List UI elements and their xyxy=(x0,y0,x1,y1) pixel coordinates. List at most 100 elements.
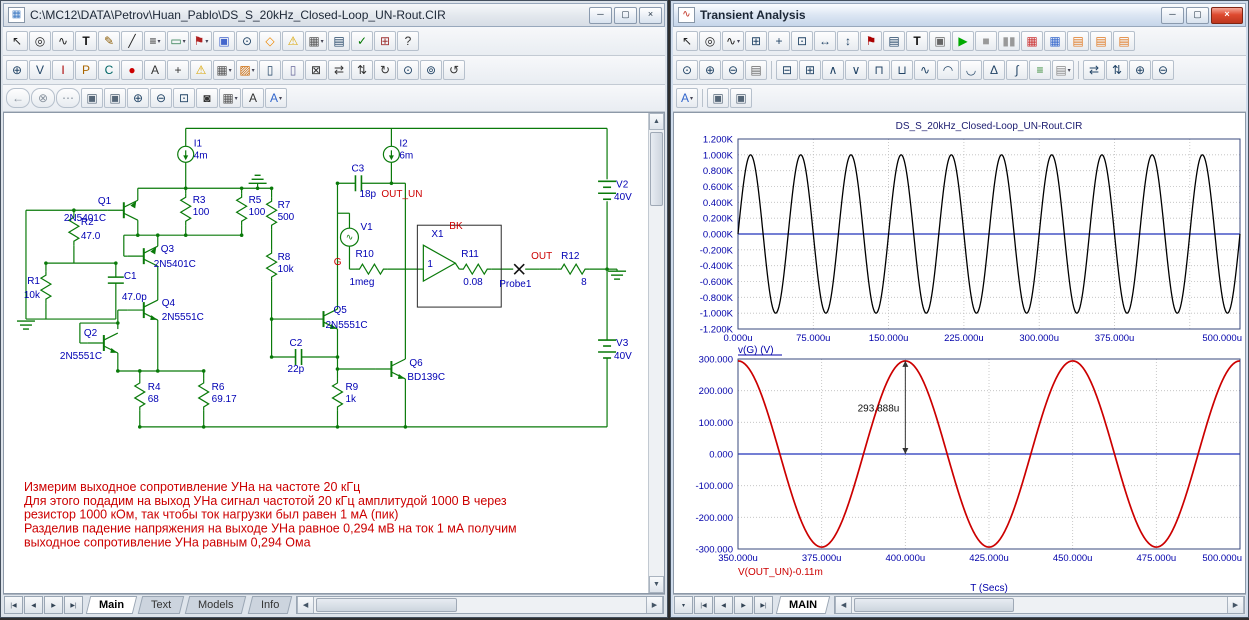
text-tool-button[interactable]: T xyxy=(906,31,928,51)
slope-button[interactable]: Δ xyxy=(983,60,1005,80)
bus-mode-button[interactable]: ≡▾ xyxy=(144,31,166,51)
part-GND3[interactable] xyxy=(248,174,267,184)
part-R9[interactable] xyxy=(331,378,344,411)
color-fill-button[interactable]: ▨▾ xyxy=(236,60,258,80)
scroll-right-button[interactable]: ▶ xyxy=(1227,597,1244,613)
part-GND1[interactable] xyxy=(16,320,35,330)
schematic-canvas[interactable]: ∿I14mI26mQ12N5401CR3100R5100R7500R247.0Q… xyxy=(4,113,648,594)
pan-tool-button[interactable]: ◎ xyxy=(699,31,721,51)
tab-main[interactable]: Main xyxy=(85,596,138,614)
part-Q6[interactable] xyxy=(375,358,406,380)
label-40V[interactable]: 40V xyxy=(614,192,632,203)
part-R7[interactable] xyxy=(265,197,278,230)
scroll-up-button[interactable]: ▲ xyxy=(649,113,664,130)
select-tool-button[interactable]: ↖ xyxy=(676,31,698,51)
pause-button[interactable]: ▮▮ xyxy=(998,31,1020,51)
find-button[interactable]: ⊙ xyxy=(397,60,419,80)
zoom-in-mode-button[interactable]: ⊕ xyxy=(699,60,721,80)
part-C2[interactable] xyxy=(294,349,303,365)
label-47.0p[interactable]: 47.0p xyxy=(122,292,147,303)
power-display-button[interactable]: P xyxy=(75,60,97,80)
label-2N5551C[interactable]: 2N5551C xyxy=(326,320,368,331)
sheet-copy-button[interactable]: ▯ xyxy=(282,60,304,80)
part-I2[interactable] xyxy=(382,145,400,163)
part-X1[interactable] xyxy=(416,224,502,308)
hscroll-track[interactable] xyxy=(314,597,646,613)
font-color-button[interactable]: A▾ xyxy=(676,88,698,108)
warning-badge-button[interactable]: ⚠ xyxy=(190,60,212,80)
label-R5[interactable]: R5 xyxy=(249,195,262,206)
refresh-button[interactable]: ↺ xyxy=(443,60,465,80)
label-BD139C[interactable]: BD139C xyxy=(407,372,445,383)
annotation-line-5[interactable]: выходное сопротивление УНа равным 0,294 … xyxy=(24,536,311,550)
graphics-tool-button[interactable]: ▭▾ xyxy=(167,31,189,51)
label-V3[interactable]: V3 xyxy=(616,338,629,349)
label-100[interactable]: 100 xyxy=(249,207,266,218)
node-numbers-button[interactable]: ⊕ xyxy=(6,60,28,80)
last-page-button[interactable]: ▶| xyxy=(754,596,773,614)
label-68[interactable]: 68 xyxy=(148,394,160,405)
picture-tool-button[interactable]: ▣ xyxy=(213,31,235,51)
part-R2[interactable] xyxy=(67,213,81,246)
mirror-horizontal-button[interactable]: ⇄ xyxy=(328,60,350,80)
nav-back-button[interactable]: ← xyxy=(6,88,30,108)
label-1[interactable]: 1 xyxy=(427,259,433,270)
label-Q3[interactable]: Q3 xyxy=(161,244,175,255)
scroll-left-button[interactable]: ◀ xyxy=(297,597,315,613)
global-low-button[interactable]: ◡ xyxy=(960,60,982,80)
measurement-annotation[interactable]: 293.888u xyxy=(858,360,909,454)
nav-close-button[interactable]: ⊗ xyxy=(31,88,55,108)
label-8[interactable]: 8 xyxy=(581,277,587,288)
minimize-button[interactable]: ─ xyxy=(1161,6,1184,24)
annotation-line-2[interactable]: Для этого подадим на выход УНа сигнал ча… xyxy=(24,494,507,508)
copy-page-button[interactable]: ▣ xyxy=(104,88,126,108)
scroll-down-button[interactable]: ▼ xyxy=(649,576,664,593)
label-R7[interactable]: R7 xyxy=(278,200,291,211)
series-label-2[interactable]: V(OUT_UN)-0.11m xyxy=(738,567,823,578)
label-R9[interactable]: R9 xyxy=(345,382,358,393)
stacked-plots-button[interactable]: ≡ xyxy=(1029,60,1051,80)
tab-info[interactable]: Info xyxy=(247,596,293,614)
component-mode-button[interactable]: ∿ xyxy=(52,31,74,51)
label-47.0[interactable]: 47.0 xyxy=(81,231,101,242)
mode-box-button[interactable]: ⊠ xyxy=(305,60,327,80)
trace-v-out-un[interactable] xyxy=(737,360,1241,548)
label-10k[interactable]: 10k xyxy=(24,290,40,301)
part-V1[interactable]: ∿ xyxy=(339,227,360,247)
label-OUT[interactable]: OUT xyxy=(531,251,552,262)
minimize-button[interactable]: ─ xyxy=(589,6,612,24)
condition-display-button[interactable]: C xyxy=(98,60,120,80)
data-points-button[interactable]: ▤ xyxy=(883,31,905,51)
sheet-props-button[interactable]: ▤ xyxy=(328,31,350,51)
component-mode-button[interactable]: ∿▾ xyxy=(722,31,744,51)
font-button[interactable]: A xyxy=(242,88,264,108)
hscroll-thumb[interactable] xyxy=(316,598,458,612)
rotate-button[interactable]: ↻ xyxy=(374,60,396,80)
part-V3[interactable] xyxy=(598,339,617,359)
label-R8[interactable]: R8 xyxy=(278,252,291,263)
zoom-in-button[interactable]: ⊕ xyxy=(1129,60,1151,80)
horizontal-scrollbar[interactable]: ◀▶ xyxy=(296,596,664,614)
close-button[interactable]: × xyxy=(1211,6,1243,24)
part-R1[interactable] xyxy=(39,271,53,304)
label-2N5401C[interactable]: 2N5401C xyxy=(154,259,196,270)
next-high-button[interactable]: ⊓ xyxy=(868,60,890,80)
plot-pages-dropdown-button[interactable]: ▾ xyxy=(674,596,693,614)
label-10k[interactable]: 10k xyxy=(278,264,294,275)
select-mode-button[interactable]: ▦▾ xyxy=(219,88,241,108)
analysis-window-titlebar[interactable]: ∿ Transient Analysis ─▢× xyxy=(673,3,1246,27)
part-Q1[interactable] xyxy=(107,199,139,221)
restore-button[interactable]: ▢ xyxy=(614,6,637,24)
pan-tool-button[interactable]: ◎ xyxy=(29,31,51,51)
label-Probe1[interactable]: Probe1 xyxy=(499,279,532,290)
wire-diagonal-button[interactable]: ╱ xyxy=(121,31,143,51)
vertical-tag-button[interactable]: ↕ xyxy=(837,31,859,51)
label-R6[interactable]: R6 xyxy=(212,382,225,393)
restore-button[interactable]: ▢ xyxy=(1186,6,1209,24)
part-Q5[interactable] xyxy=(307,308,338,330)
copy-button[interactable]: ▣ xyxy=(707,88,729,108)
first-page-button[interactable]: |◀ xyxy=(4,596,23,614)
zoom-in-button[interactable]: ⊕ xyxy=(127,88,149,108)
align-cursors-button[interactable]: ⇄ xyxy=(1083,60,1105,80)
next-valley-button[interactable]: ∨ xyxy=(845,60,867,80)
